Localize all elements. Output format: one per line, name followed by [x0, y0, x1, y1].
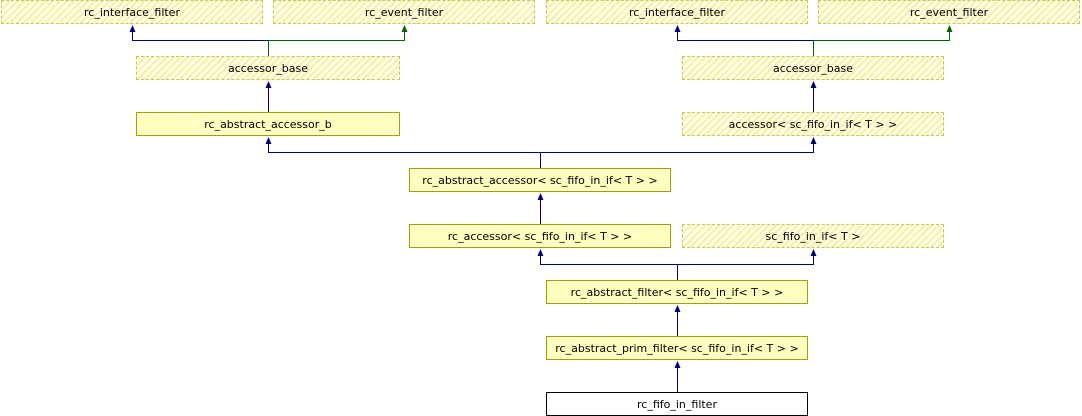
arrowhead-accessor_base_right-to-rc_event_filter_right — [946, 25, 953, 32]
arrowhead-accessor_base_right-to-rc_interface_filter_right — [674, 25, 681, 32]
edge-rc_abstract_filter_sc_fifo-to-rc_accessor_sc_fifo — [540, 255, 678, 280]
node-rc-fifo-in-filter: rc_fifo_in_filter — [546, 392, 808, 416]
arrowhead-accessor_base_left-to-rc_interface_filter_left — [129, 25, 136, 32]
node-accessor-sc-fifo-in-if[interactable]: accessor< sc_fifo_in_if< T > > — [682, 112, 944, 136]
node-accessor-base-left[interactable]: accessor_base — [136, 56, 400, 80]
arrowhead-rc_abstract_prim_filter_sc_fifo-to-rc_abstract_filter_sc_fifo — [674, 305, 681, 312]
node-rc-interface-filter-right[interactable]: rc_interface_filter — [546, 0, 808, 24]
edge-rc_abstract_accessor_sc_fifo-to-rc_abstract_accessor_b — [268, 143, 541, 168]
node-accessor-base-right[interactable]: accessor_base — [682, 56, 944, 80]
node-rc-event-filter-left[interactable]: rc_event_filter — [273, 0, 535, 24]
arrowhead-accessor_sc_fifo-to-accessor_base_right — [810, 81, 817, 88]
arrowhead-rc_abstract_filter_sc_fifo-to-sc_fifo_in_if — [810, 249, 817, 256]
arrowhead-rc_abstract_accessor_b-to-accessor_base_left — [265, 81, 272, 88]
edge-rc_abstract_accessor_sc_fifo-to-accessor_sc_fifo — [540, 143, 814, 168]
arrowhead-rc_abstract_accessor_sc_fifo-to-accessor_sc_fifo — [810, 137, 817, 144]
node-sc-fifo-in-if[interactable]: sc_fifo_in_if< T > — [682, 224, 944, 248]
arrowhead-rc_fifo_in_filter-to-rc_abstract_prim_filter_sc_fifo — [674, 361, 681, 368]
node-rc-abstract-prim-filter-sc-fifo-in-if[interactable]: rc_abstract_prim_filter< sc_fifo_in_if< … — [546, 336, 808, 360]
arrowhead-rc_accessor_sc_fifo-to-rc_abstract_accessor_sc_fifo — [537, 193, 544, 200]
arrowhead-rc_abstract_filter_sc_fifo-to-rc_accessor_sc_fifo — [537, 249, 544, 256]
arrowhead-rc_abstract_accessor_sc_fifo-to-rc_abstract_accessor_b — [265, 137, 272, 144]
edge-accessor_base_left-to-rc_event_filter_left — [268, 31, 405, 56]
node-rc-interface-filter-left[interactable]: rc_interface_filter — [1, 0, 263, 24]
edge-rc_abstract_filter_sc_fifo-to-sc_fifo_in_if — [677, 255, 814, 280]
node-rc-abstract-accessor-sc-fifo-in-if[interactable]: rc_abstract_accessor< sc_fifo_in_if< T >… — [409, 168, 671, 192]
arrowhead-accessor_base_left-to-rc_event_filter_left — [401, 25, 408, 32]
node-rc-abstract-filter-sc-fifo-in-if[interactable]: rc_abstract_filter< sc_fifo_in_if< T > > — [546, 280, 808, 304]
edge-accessor_base_right-to-rc_event_filter_right — [813, 31, 950, 56]
edge-accessor_base_right-to-rc_interface_filter_right — [677, 31, 814, 56]
node-rc-abstract-accessor-b[interactable]: rc_abstract_accessor_b — [136, 112, 400, 136]
node-rc-accessor-sc-fifo-in-if[interactable]: rc_accessor< sc_fifo_in_if< T > > — [409, 224, 671, 248]
node-rc-event-filter-right[interactable]: rc_event_filter — [818, 0, 1080, 24]
edge-accessor_base_left-to-rc_interface_filter_left — [132, 31, 269, 56]
